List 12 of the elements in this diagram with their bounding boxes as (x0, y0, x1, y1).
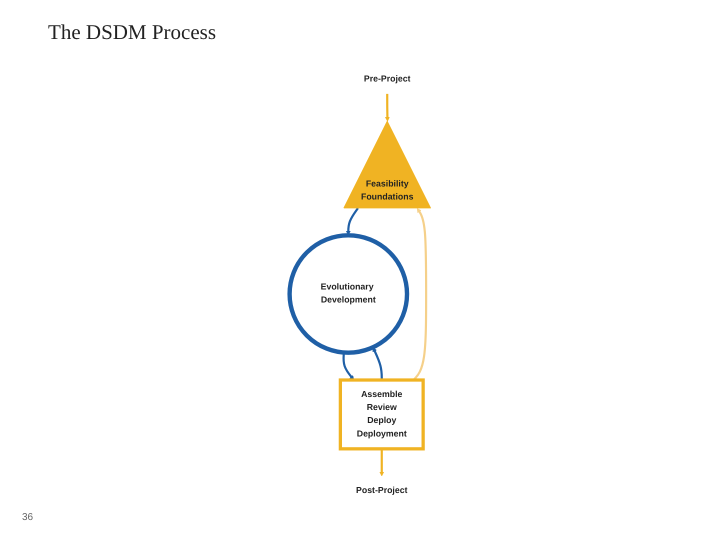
arrow (384, 94, 390, 122)
title: The DSDM Process (48, 20, 216, 45)
node-circle: Evolutionary Development (287, 233, 410, 355)
arrow (342, 352, 354, 380)
arrow (412, 208, 428, 381)
node-box: Assemble Review Deploy Deployment (338, 378, 425, 450)
node-text: Post-Project (356, 486, 408, 496)
arrow (372, 347, 383, 380)
node-text: Pre-Project (364, 74, 410, 84)
arrow (346, 208, 359, 236)
page-number: 36 (22, 512, 34, 523)
arrow (379, 448, 384, 476)
